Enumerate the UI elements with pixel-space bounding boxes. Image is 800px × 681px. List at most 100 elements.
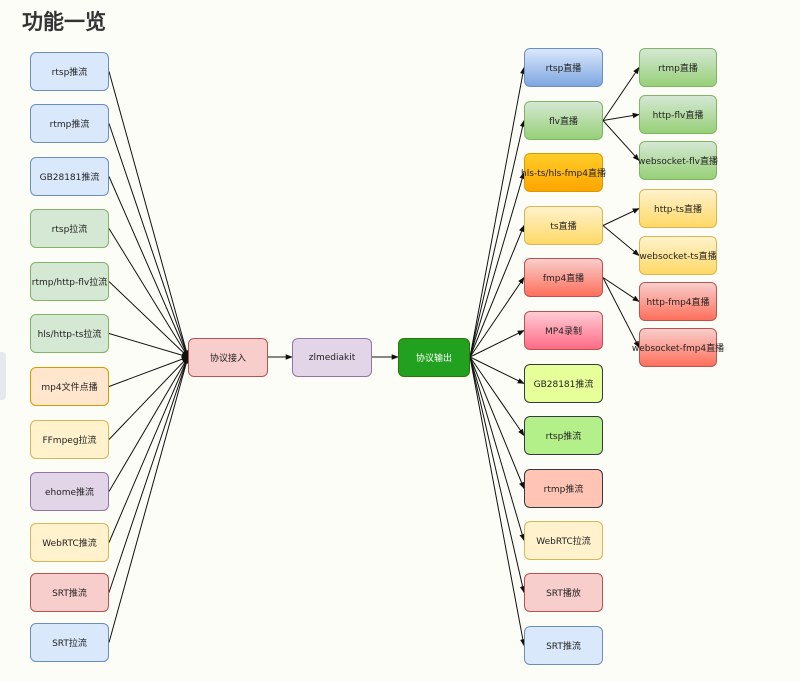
- edge-output-7: [469, 356, 525, 437]
- node-protocol-in[interactable]: 协议接入: [188, 338, 268, 377]
- panel-collapse-tab[interactable]: [0, 352, 6, 400]
- output-node-5[interactable]: MP4录制: [524, 311, 603, 350]
- edge-sub-output-0: [602, 66, 640, 121]
- edge-input-2: [108, 176, 189, 358]
- sub-output-node-6[interactable]: websocket-fmp4直播: [632, 328, 724, 367]
- sub-output-node-6-label: websocket-fmp4直播: [631, 344, 725, 354]
- output-node-8[interactable]: rtmp推流: [524, 469, 603, 508]
- output-node-7[interactable]: rtsp推流: [524, 416, 603, 455]
- edge-output-3: [469, 224, 525, 358]
- sub-output-node-0-label: rtmp直播: [658, 64, 698, 74]
- input-node-3-label: rtsp拉流: [51, 225, 88, 235]
- input-node-4-label: rtmp/http-flv拉流: [31, 278, 108, 288]
- sub-output-node-2[interactable]: websocket-flv直播: [638, 141, 718, 180]
- edge-output-1: [469, 119, 526, 358]
- input-node-1-label: rtmp推流: [49, 120, 90, 130]
- output-node-8-label: rtmp推流: [543, 485, 584, 495]
- output-node-4-label: fmp4直播: [542, 274, 585, 284]
- edge-input-9: [108, 356, 189, 543]
- input-node-11-label: SRT拉流: [52, 639, 87, 649]
- node-protocol-out[interactable]: 协议输出: [398, 338, 470, 377]
- node-protocol-out-label: 协议输出: [415, 354, 452, 364]
- input-node-7[interactable]: FFmpeg拉流: [30, 420, 109, 459]
- output-node-9-label: WebRTC拉流: [536, 537, 591, 547]
- output-node-1[interactable]: flv直播: [524, 101, 603, 140]
- edge-input-10: [108, 356, 189, 593]
- page-title: 功能一览: [22, 10, 106, 34]
- sub-output-node-3-label: http-ts直播: [654, 205, 702, 215]
- input-node-11[interactable]: SRT拉流: [30, 623, 109, 662]
- edge-input-1: [108, 123, 189, 358]
- input-node-8-label: ehome推流: [44, 488, 95, 498]
- input-node-0[interactable]: rtsp推流: [30, 52, 109, 91]
- edge-output-11: [469, 356, 526, 647]
- edge-sub-output-5: [602, 277, 640, 302]
- edge-output-10: [469, 356, 526, 594]
- input-node-10-label: SRT推流: [52, 589, 87, 599]
- edge-output-5: [469, 330, 525, 358]
- input-node-1[interactable]: rtmp推流: [30, 104, 109, 143]
- edge-output-8: [469, 356, 525, 490]
- output-node-11[interactable]: SRT推流: [524, 626, 603, 665]
- edge-output-6: [469, 356, 525, 384]
- input-node-5-label: hls/http-ts拉流: [37, 330, 102, 340]
- output-node-2-label: hls-ts/hls-fmp4直播: [521, 169, 606, 179]
- sub-output-node-2-label: websocket-flv直播: [638, 157, 718, 167]
- output-node-6-label: GB28181推流: [533, 380, 594, 390]
- input-node-5[interactable]: hls/http-ts拉流: [30, 314, 109, 353]
- edge-input-11: [108, 356, 190, 643]
- output-node-2[interactable]: hls-ts/hls-fmp4直播: [521, 153, 606, 192]
- output-node-11-label: SRT推流: [546, 642, 581, 652]
- output-node-4[interactable]: fmp4直播: [524, 258, 603, 297]
- input-node-8[interactable]: ehome推流: [30, 472, 109, 511]
- sub-output-node-3[interactable]: http-ts直播: [639, 189, 717, 228]
- output-node-10-label: SRT播放: [546, 589, 581, 599]
- node-zlmediakit-label: zlmediakit: [308, 352, 356, 363]
- edge-sub-output-6: [602, 277, 640, 349]
- sub-output-node-1-label: http-flv直播: [652, 111, 704, 121]
- output-node-3-label: ts直播: [550, 222, 577, 232]
- input-node-10[interactable]: SRT推流: [30, 573, 109, 612]
- output-node-0[interactable]: rtsp直播: [524, 48, 603, 87]
- input-node-4[interactable]: rtmp/http-flv拉流: [30, 262, 109, 301]
- edge-input-0: [108, 71, 190, 358]
- edge-input-7: [108, 356, 189, 440]
- input-node-7-label: FFmpeg拉流: [42, 436, 97, 446]
- input-node-9[interactable]: WebRTC推流: [30, 523, 109, 562]
- edge-sub-output-1: [602, 112, 640, 121]
- edge-output-2: [469, 171, 525, 358]
- edge-input-5: [108, 333, 189, 358]
- output-node-7-label: rtsp推流: [545, 432, 582, 442]
- sub-output-node-0[interactable]: rtmp直播: [639, 48, 717, 87]
- edge-input-8: [108, 356, 189, 492]
- sub-output-node-4[interactable]: websocket-ts直播: [639, 236, 717, 275]
- edge-output-9: [469, 356, 525, 542]
- output-node-5-label: MP4录制: [545, 327, 582, 337]
- input-node-2-label: GB28181推流: [39, 173, 100, 183]
- edge-output-4: [469, 276, 525, 358]
- sub-output-node-5[interactable]: http-fmp4直播: [639, 282, 717, 321]
- input-node-3[interactable]: rtsp拉流: [30, 209, 109, 248]
- sub-output-node-4-label: websocket-ts直播: [639, 252, 717, 262]
- edge-sub-output-3: [602, 208, 640, 226]
- input-node-0-label: rtsp推流: [51, 68, 88, 78]
- edge-sub-output-4: [602, 225, 640, 256]
- input-node-6-label: mp4文件点播: [41, 383, 98, 393]
- output-node-9[interactable]: WebRTC拉流: [524, 521, 603, 560]
- edge-sub-output-2: [602, 120, 640, 162]
- output-node-1-label: flv直播: [549, 117, 578, 127]
- node-protocol-in-label: 协议接入: [209, 354, 246, 364]
- output-node-10[interactable]: SRT播放: [524, 573, 603, 612]
- output-node-3[interactable]: ts直播: [524, 206, 603, 245]
- edge-input-6: [108, 356, 189, 387]
- sub-output-node-5-label: http-fmp4直播: [646, 298, 710, 308]
- sub-output-node-1[interactable]: http-flv直播: [639, 95, 717, 134]
- output-node-0-label: rtsp直播: [545, 64, 582, 74]
- input-node-9-label: WebRTC推流: [42, 539, 97, 549]
- input-node-2[interactable]: GB28181推流: [30, 157, 109, 196]
- output-node-6[interactable]: GB28181推流: [524, 364, 603, 403]
- edge-input-3: [108, 228, 189, 358]
- input-node-6[interactable]: mp4文件点播: [30, 367, 109, 406]
- edge-input-4: [108, 281, 189, 358]
- node-zlmediakit[interactable]: zlmediakit: [292, 338, 372, 377]
